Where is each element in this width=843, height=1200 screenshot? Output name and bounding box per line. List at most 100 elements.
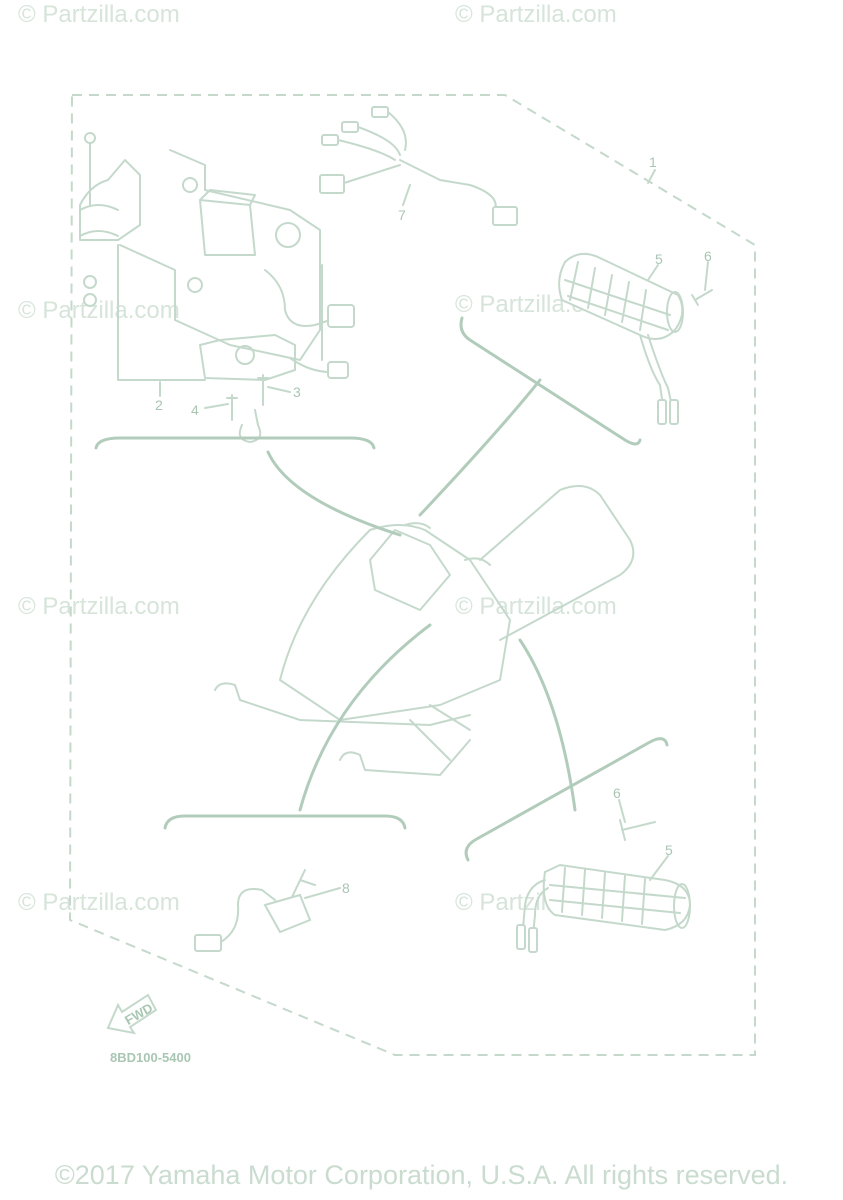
cover-cable — [289, 357, 331, 373]
callout-8: 8 — [342, 880, 350, 896]
callout-tick — [204, 403, 229, 409]
fwd-arrow: FWD — [106, 993, 158, 1035]
callout-tick — [402, 184, 411, 206]
washer — [83, 275, 97, 289]
bolt-6 — [619, 819, 656, 841]
harness-leads — [337, 111, 407, 161]
grip-terminal — [669, 399, 679, 425]
throttle-lever — [238, 409, 262, 443]
grip-pattern — [549, 867, 686, 925]
snowmobile — [214, 485, 635, 776]
callout-tick — [618, 799, 626, 823]
handlebar — [404, 522, 491, 566]
bar-bore — [275, 222, 301, 248]
switch-8 — [163, 814, 407, 952]
cover-knob — [235, 345, 255, 365]
callout-tick — [267, 386, 291, 393]
bolt-head — [84, 132, 96, 144]
callout-4: 4 — [191, 402, 199, 418]
callout-6-bottom: 6 — [613, 785, 621, 801]
toggle-lever — [291, 869, 316, 898]
callout-tick — [704, 261, 709, 291]
assembly-boundary — [68, 94, 756, 1056]
watermark: © Partzilla.com — [18, 593, 180, 620]
grip-pattern — [564, 261, 671, 331]
callout-tick — [304, 887, 341, 899]
harness-main — [469, 184, 497, 211]
bolt-6 — [691, 289, 713, 306]
switch-box — [199, 189, 256, 256]
callout-5-top: 5 — [655, 251, 663, 267]
right-ski — [339, 739, 471, 776]
grip-terminal — [516, 924, 526, 950]
nut — [83, 293, 97, 307]
screw-3 — [257, 374, 269, 406]
grip-bottom-right — [464, 737, 692, 953]
watermark: © Partzilla.com — [18, 1, 180, 28]
callout-3: 3 — [293, 384, 301, 400]
grip-end — [673, 883, 691, 929]
screw-4 — [226, 394, 238, 421]
leader-housing — [266, 450, 402, 537]
callout-7: 7 — [398, 207, 406, 223]
grip-terminal — [657, 399, 667, 425]
diagram-code: 8BD100-5400 — [110, 1050, 191, 1065]
harness-branch — [343, 164, 401, 184]
switch-connector — [194, 934, 222, 952]
callout-6-top: 6 — [704, 248, 712, 264]
harness-terminal — [321, 134, 339, 146]
harness-connector-left — [319, 174, 345, 194]
grip-wires — [639, 334, 676, 421]
callout-1: 1 — [649, 154, 657, 170]
watermark: © Partzilla.com — [455, 593, 617, 620]
grip-wires — [521, 879, 549, 946]
housing-outline — [119, 149, 321, 361]
cover-plate — [199, 334, 296, 381]
grip-top-right — [459, 252, 713, 446]
screw-hole — [182, 177, 198, 193]
watermark: © Partzilla.com — [18, 889, 180, 916]
group-brace-top-left — [94, 436, 376, 450]
windshield — [369, 529, 451, 611]
leader-grip-bottom — [518, 638, 577, 812]
watermark: © Partzilla.com — [18, 297, 180, 324]
leader-switch — [298, 623, 432, 812]
callouts: 1 2 3 4 5 6 7 8 5 6 — [155, 154, 712, 896]
watermark: © Partzilla.com — [455, 1, 617, 28]
throttle-housing-assembly — [79, 132, 376, 450]
callout-2: 2 — [155, 397, 163, 413]
group-brace-bottom-left — [163, 814, 407, 830]
screw-hole — [187, 277, 203, 293]
callout-5-bottom: 5 — [665, 842, 673, 858]
switch-body — [263, 893, 312, 934]
switch-wire — [220, 888, 276, 943]
harness-terminal — [371, 106, 389, 118]
grip-body — [558, 252, 684, 340]
bracket-clamp — [79, 204, 119, 237]
watermarks: © Partzilla.com © Partzilla.com © Partzi… — [18, 1, 617, 916]
harness-terminal — [341, 121, 359, 133]
grip-end — [666, 291, 684, 333]
snowmobile-hood — [279, 524, 511, 721]
cable-connector — [327, 304, 355, 328]
group-brace-top-right — [459, 316, 642, 446]
group-brace-bottom-right — [464, 737, 669, 862]
wire-harness-7 — [319, 106, 518, 226]
callout-ticks — [159, 169, 709, 899]
callout-tick — [649, 855, 669, 881]
grip-body — [542, 863, 692, 932]
snowmobile-seat — [479, 485, 635, 641]
ski-strut — [409, 704, 471, 761]
housing-cable — [264, 269, 331, 327]
harness-connector-right — [492, 206, 518, 226]
leader-grip-top — [418, 378, 542, 517]
callout-tick — [647, 264, 659, 281]
group-bracket-2 — [117, 244, 323, 381]
fwd-arrow-shape — [106, 993, 158, 1035]
cover-connector — [327, 361, 349, 379]
left-ski — [214, 682, 471, 726]
harness-sheath — [399, 159, 471, 186]
copyright-notice: ©2017 Yamaha Motor Corporation, U.S.A. A… — [54, 1160, 789, 1190]
grip-terminal — [528, 927, 538, 953]
